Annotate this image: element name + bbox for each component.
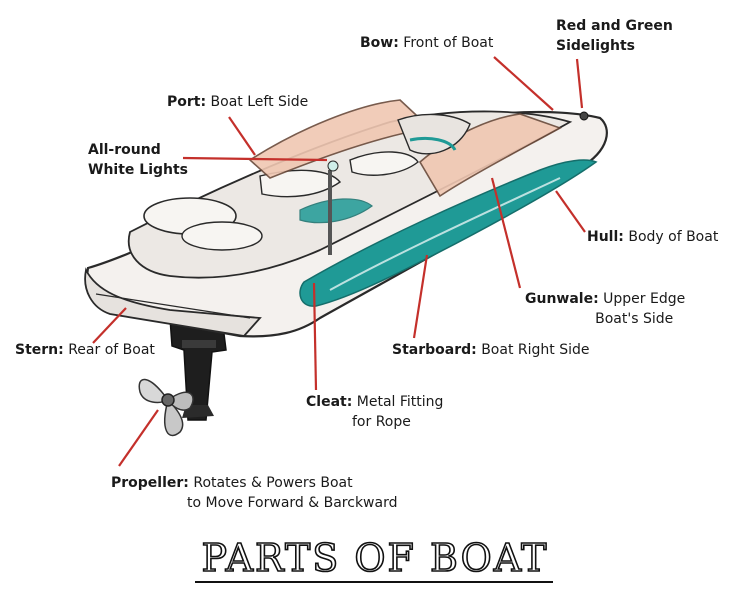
term-white-lights-line2: White Lights	[88, 162, 189, 178]
label-white-lights: All-round White Lights	[88, 140, 188, 180]
leader-hull	[555, 190, 586, 233]
diagram-title: PARTS OF BOAT	[201, 535, 549, 581]
leader-gunwale	[490, 177, 522, 289]
label-cleat: Cleat: Metal Fitting for Rope	[306, 392, 443, 432]
desc-propeller: Rotates & Powers Boat	[193, 475, 353, 491]
term-port: Port:	[167, 94, 207, 110]
term-starboard: Starboard:	[392, 342, 477, 358]
label-hull: Hull: Body of Boat	[587, 227, 718, 247]
term-gunwale: Gunwale:	[525, 291, 599, 307]
term-white-lights: All-round	[88, 142, 161, 158]
label-starboard: Starboard: Boat Right Side	[392, 340, 589, 360]
term-bow: Bow:	[360, 35, 399, 51]
desc-gunwale-line2: Boat's Side	[595, 311, 674, 327]
desc-cleat: Metal Fitting	[356, 394, 444, 410]
desc-stern: Rear of Boat	[68, 342, 155, 358]
leader-propeller	[118, 409, 159, 467]
leader-starboard	[412, 254, 429, 339]
title-underline	[195, 581, 553, 583]
leader-lines	[92, 56, 586, 467]
label-sidelights: Red and Green Sidelights	[556, 16, 673, 56]
desc-port: Boat Left Side	[210, 94, 309, 110]
label-bow: Bow: Front of Boat	[360, 33, 493, 53]
leader-port	[228, 116, 256, 156]
term-propeller: Propeller:	[111, 475, 189, 491]
desc-cleat-line2: for Rope	[352, 414, 411, 430]
desc-bow: Front of Boat	[403, 35, 494, 51]
term-hull: Hull:	[587, 229, 624, 245]
desc-starboard: Boat Right Side	[481, 342, 590, 358]
propeller-shape	[138, 378, 194, 437]
desc-propeller-line2: to Move Forward & Barckward	[187, 495, 398, 511]
term-sidelights-line2: Sidelights	[556, 38, 636, 54]
label-port: Port: Boat Left Side	[167, 92, 308, 112]
leader-white-lights	[182, 156, 328, 162]
white-light-pole	[327, 160, 339, 255]
leader-bow	[493, 56, 554, 111]
term-cleat: Cleat:	[306, 394, 353, 410]
leader-cleat	[312, 282, 318, 391]
desc-gunwale: Upper Edge	[603, 291, 686, 307]
term-sidelights: Red and Green	[556, 18, 673, 34]
sidelight-shape	[579, 111, 589, 121]
term-stern: Stern:	[15, 342, 64, 358]
label-propeller: Propeller: Rotates & Powers Boat to Move…	[111, 473, 397, 513]
leader-sidelights	[575, 58, 584, 109]
label-stern: Stern: Rear of Boat	[15, 340, 155, 360]
desc-hull: Body of Boat	[628, 229, 719, 245]
label-gunwale: Gunwale: Upper Edge Boat's Side	[525, 289, 685, 329]
leader-stern	[92, 307, 127, 344]
